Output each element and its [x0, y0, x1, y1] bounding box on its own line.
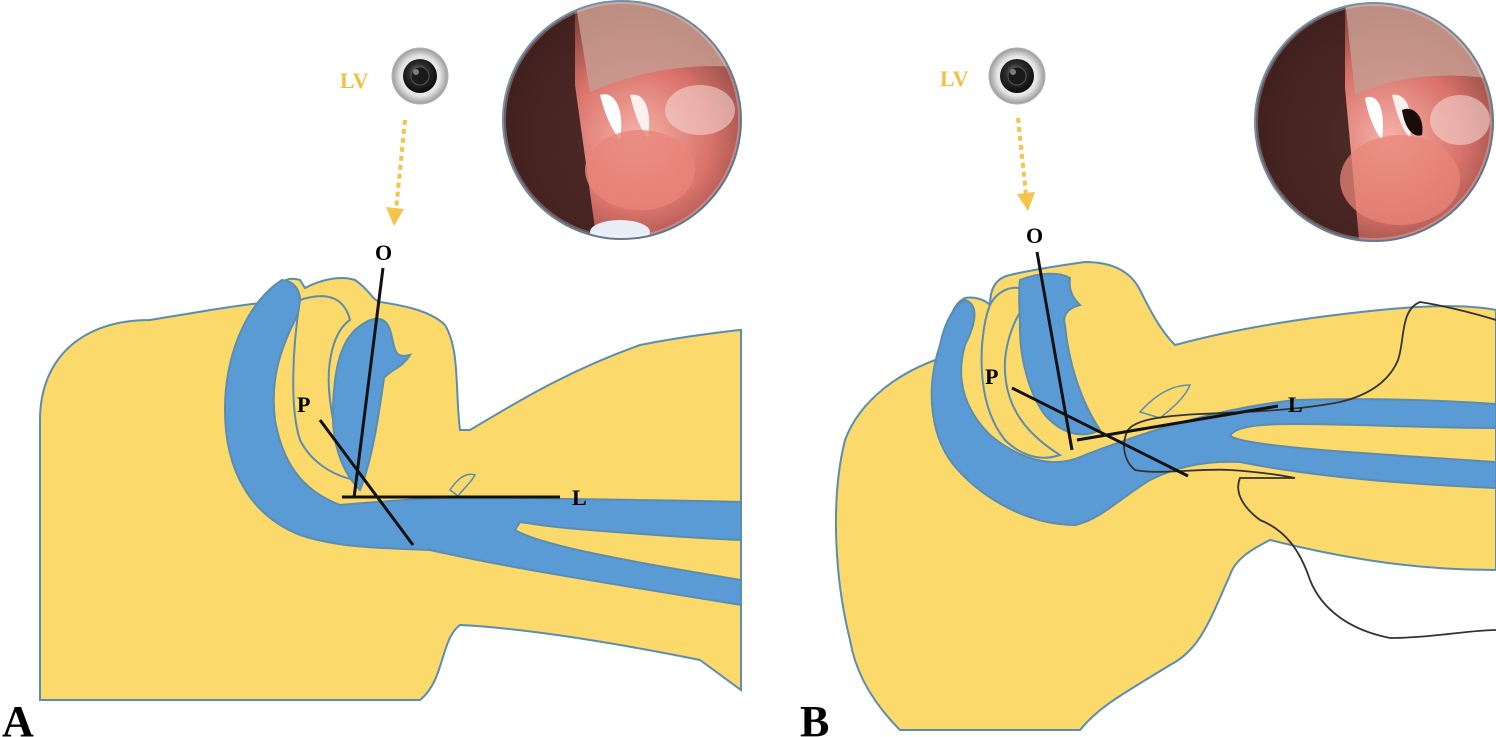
airway-b — [930, 298, 1496, 527]
lv-label-b: LV — [940, 66, 969, 91]
camera-lens-icon — [988, 47, 1046, 105]
view-arrowhead-b — [1017, 192, 1035, 211]
panel-b: O P L LV B — [800, 2, 1496, 737]
panel-a: O P L LV A — [2, 0, 742, 737]
epiglottis-channel-a — [331, 317, 413, 492]
panel-letter-a: A — [2, 697, 34, 737]
view-arrowhead-a — [386, 207, 404, 226]
camera-lens-icon — [391, 47, 449, 105]
head-silhouette-a — [39, 277, 742, 701]
pharyngeal-axis-a — [318, 419, 415, 546]
laryngeal-axis-label-a: L — [572, 485, 587, 510]
epiglottis-tip-b — [1138, 384, 1192, 419]
pharyngeal-axis-label-a: P — [297, 392, 310, 417]
lv-label-a: LV — [340, 68, 369, 93]
epiglottis-tip-a — [448, 473, 477, 498]
endoscopic-photo-inset-b — [1254, 2, 1494, 242]
head-silhouette-b — [834, 260, 1496, 731]
endoscopic-photo-inset-a — [502, 0, 742, 240]
neck-contour-b — [1123, 301, 1496, 639]
pharyngeal-axis-b — [1011, 386, 1189, 478]
epiglottis-channel-b — [1018, 272, 1102, 436]
panel-letter-b: B — [800, 697, 829, 737]
view-arrow-b — [1016, 117, 1028, 196]
oral-axis-b — [1035, 251, 1074, 451]
oral-axis-label-a: O — [375, 240, 392, 265]
laryngeal-axis-label-b: L — [1288, 392, 1303, 417]
oral-axis-label-b: O — [1026, 223, 1043, 248]
airway-a — [223, 278, 742, 607]
view-arrow-a — [394, 119, 407, 211]
laryngeal-axis-b — [1076, 404, 1279, 442]
pharyngeal-axis-label-b: P — [985, 364, 998, 389]
oral-axis-a — [352, 267, 385, 499]
